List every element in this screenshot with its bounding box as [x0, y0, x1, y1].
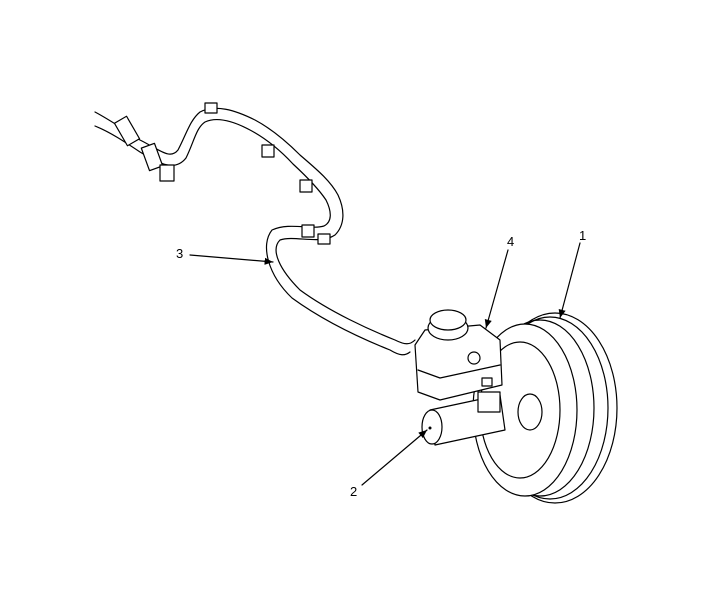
leader-line-4 [484, 249, 509, 329]
leader-line-2 [361, 429, 428, 486]
master-cylinder [421, 391, 506, 446]
callout-2: 2 [350, 484, 357, 499]
callout-3: 3 [176, 246, 183, 261]
leader-line-1 [558, 242, 581, 319]
fluid-reservoir [414, 309, 503, 401]
vacuum-hose [94, 102, 416, 356]
callout-4: 4 [507, 234, 514, 249]
leader-line-3 [189, 254, 274, 265]
callout-1: 1 [579, 228, 586, 243]
